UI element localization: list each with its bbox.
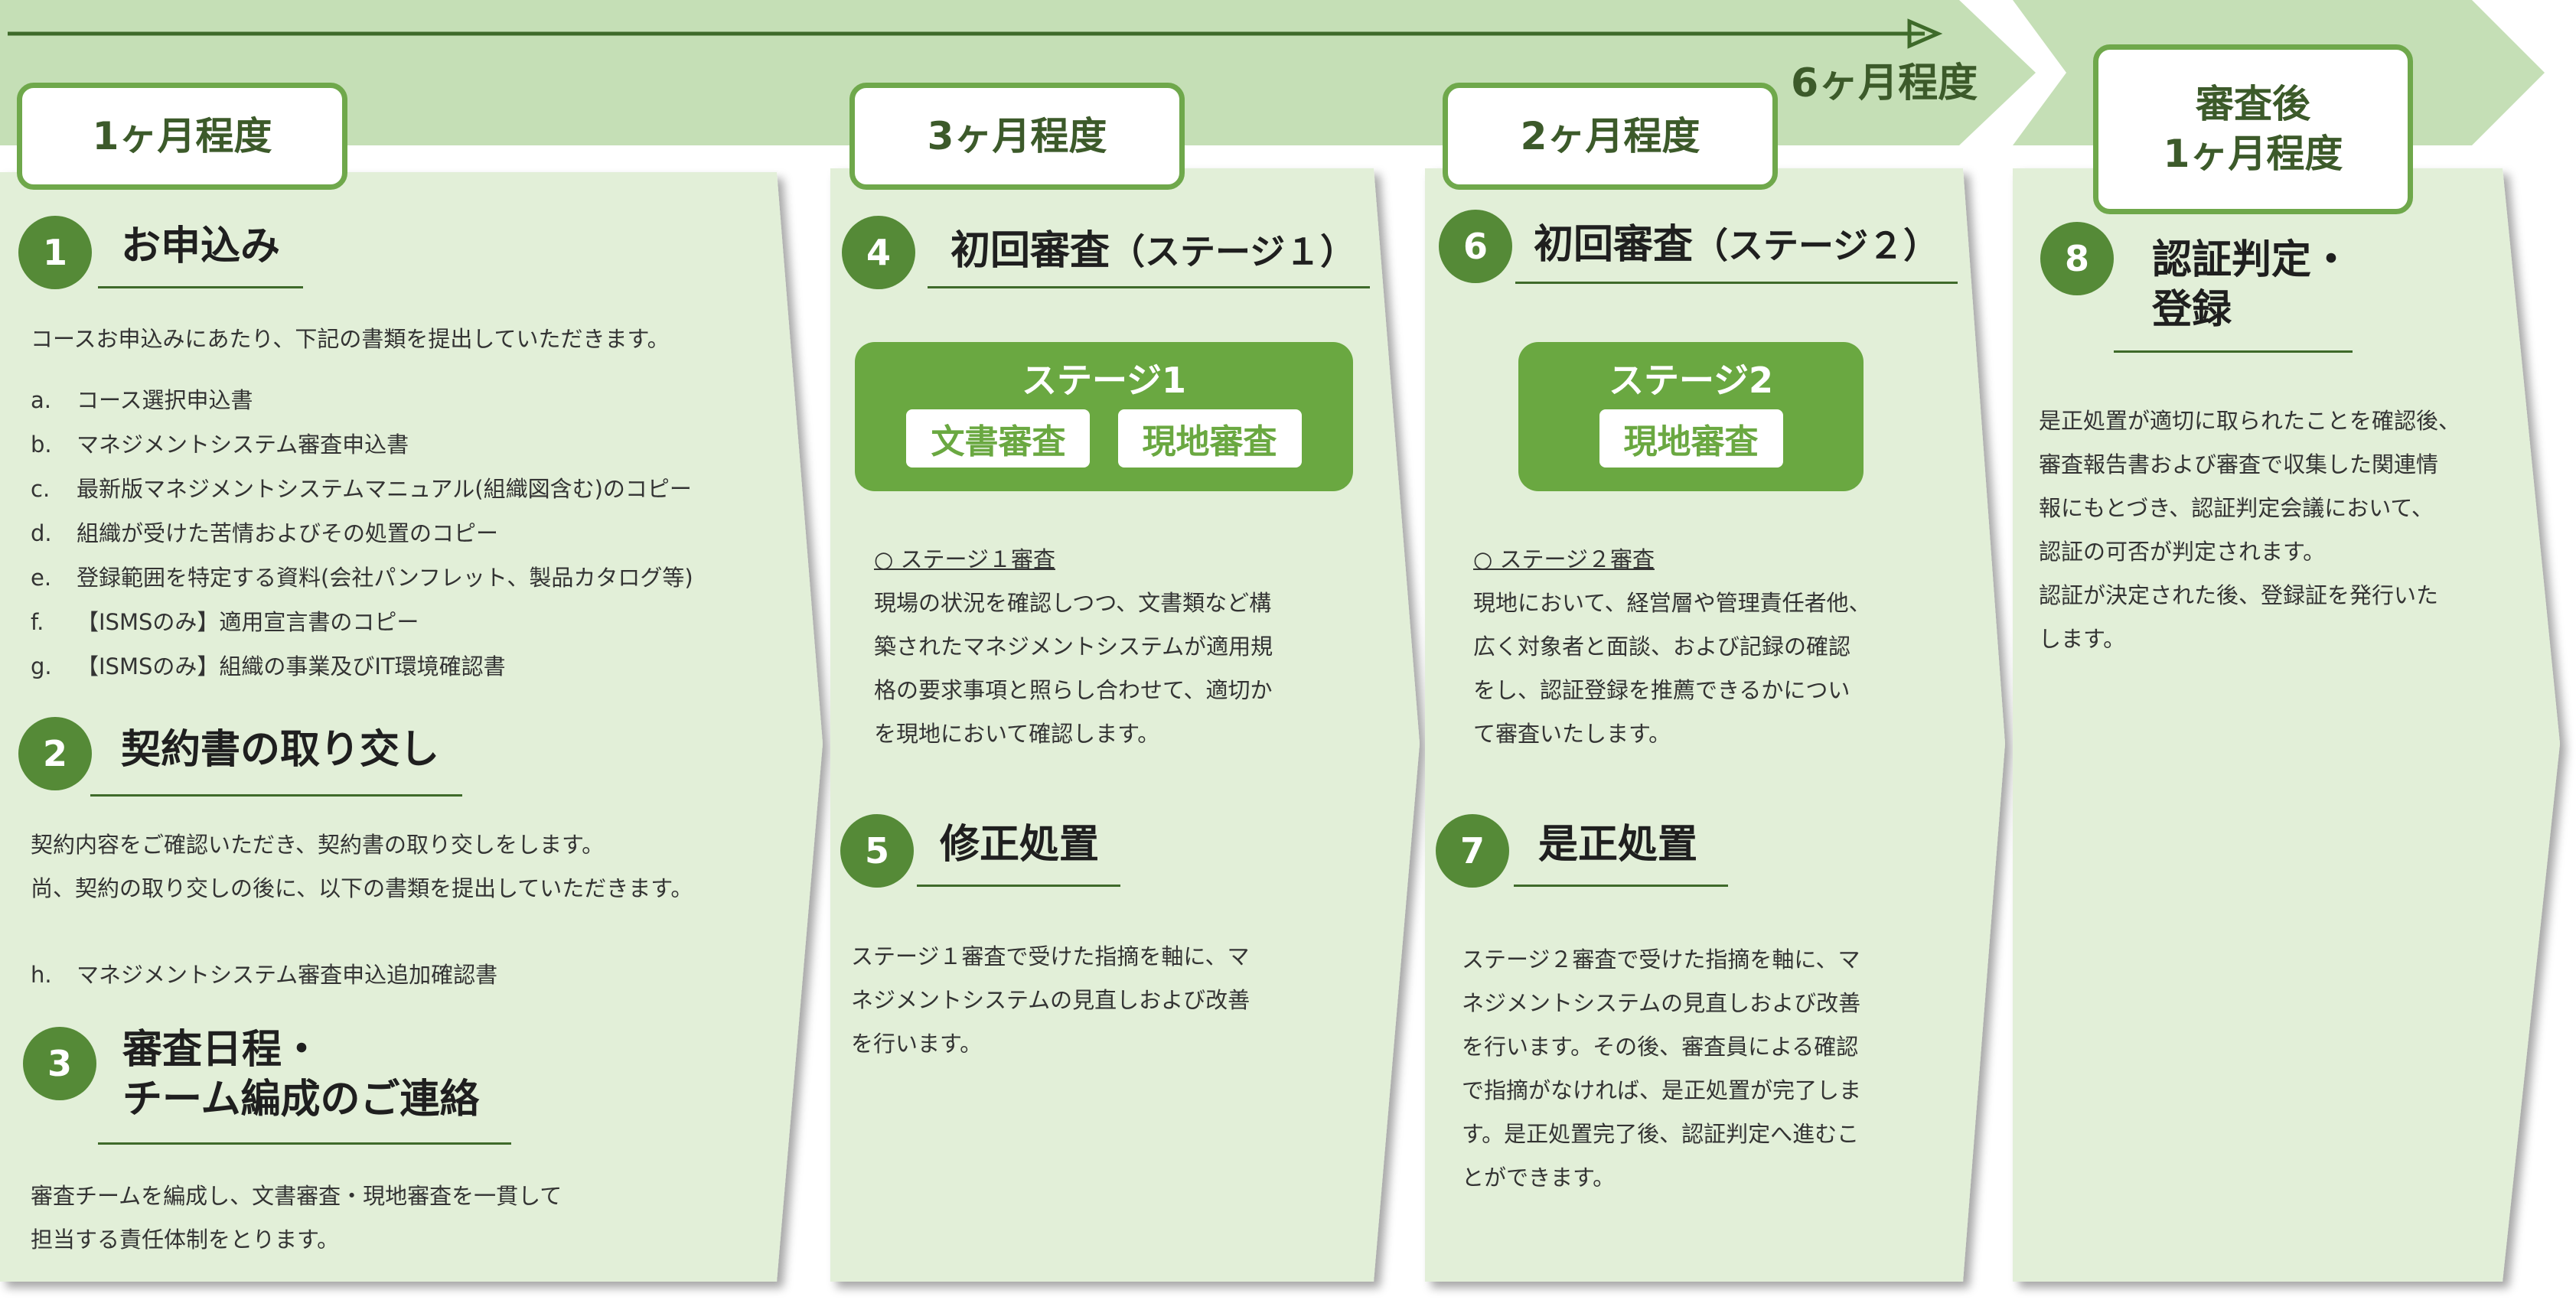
stage-1-box: ステージ1 文書審査 現地審査 <box>855 342 1353 491</box>
step-5-text: ステージ１審査で受けた指摘を軸に、マ ネジメントシステムの見直しおよび改善 を行… <box>851 943 1251 1057</box>
list-item: g.【ISMSのみ】組織の事業及びIT環境確認書 <box>31 653 506 679</box>
step-4-underline <box>928 286 1370 288</box>
step-6-underline <box>1515 282 1958 284</box>
step-2-underline <box>90 794 462 797</box>
after-line-2: 1ヶ月程度 <box>2163 132 2343 176</box>
after-line-1: 審査後 <box>2196 82 2310 126</box>
list-item: h.マネジメントシステム審査申込追加確認書 <box>31 962 498 988</box>
step-3-title: 審査日程・ チーム編成のご連絡 <box>122 1027 480 1122</box>
step-1-underline <box>98 286 303 288</box>
step-4-title: 初回審査（ステージ１） <box>951 228 1356 274</box>
step-3-underline <box>98 1142 511 1145</box>
step-1-title: お申込み <box>121 223 281 269</box>
step-5-title: 修正処置 <box>940 822 1100 868</box>
list-item: b.マネジメントシステム審査申込書 <box>31 432 409 458</box>
stage-1-box-title: ステージ1 <box>1021 360 1187 401</box>
step-6-title: 初回審査（ステージ２） <box>1534 222 1939 268</box>
list-item: d.組織が受けた苦情およびその処置のコピー <box>31 520 499 546</box>
step-2-badge: 2 <box>18 717 92 790</box>
list-item: e.登録範囲を特定する資料(会社パンフレット、製品カタログ等) <box>31 565 693 591</box>
step-1-badge: 1 <box>18 216 92 289</box>
step-8-title: 認証判定・ 登録 <box>2152 237 2352 333</box>
step-5-underline <box>917 885 1120 887</box>
total-duration-label: 6ヶ月程度 <box>1791 60 1978 106</box>
step-7-badge: 7 <box>1436 814 1509 888</box>
chip-onsite-review: 現地審査 <box>1599 409 1783 468</box>
step-1-intro: コースお申込みにあたり、下記の書類を提出していただきます。 <box>31 326 670 352</box>
step-6-badge: 6 <box>1439 210 1512 283</box>
step-3-text-1: 審査チームを編成し、文書審査・現地審査を一貫して <box>31 1183 562 1209</box>
step-8-text: 是正処置が適切に取られたことを確認後、 審査報告書および審査で収集した関連情 報… <box>2039 408 2461 652</box>
step-7-text: ステージ２審査で受けた指摘を軸に、マ ネジメントシステムの見直しおよび改善 を行… <box>1462 946 1862 1191</box>
list-item: f.【ISMSのみ】適用宣言書のコピー <box>31 609 419 635</box>
stage-1-note: ○ ステージ１審査 現場の状況を確認しつつ、文書類など構 築されたマネジメントシ… <box>874 538 1273 756</box>
step-8-underline <box>2114 350 2353 353</box>
list-item: c.最新版マネジメントシステムマニュアル(組織図含む)のコピー <box>31 476 692 502</box>
step-4-badge: 4 <box>842 216 915 289</box>
step-7-title: 是正処置 <box>1538 822 1698 868</box>
step-3-text-2: 担当する責任体制をとります。 <box>31 1227 340 1253</box>
step-2-text-2: 尚、契約の取り交しの後に、以下の書類を提出していただきます。 <box>31 875 693 901</box>
period-label-after: 審査後 1ヶ月程度 <box>2093 44 2413 214</box>
step-2-text-1: 契約内容をご確認いただき、契約書の取り交しをします。 <box>31 832 605 858</box>
stage-2-box: ステージ2 現地審査 <box>1518 342 1864 491</box>
list-item: a.コース選択申込書 <box>31 387 253 413</box>
stage-1-note-title: ○ ステージ１審査 <box>874 546 1055 572</box>
period-label-2: 3ヶ月程度 <box>849 83 1185 190</box>
period-label-1: 1ヶ月程度 <box>17 83 347 190</box>
stage-2-note: ○ ステージ２審査 現地において、経営層や管理責任者他、 広く対象者と面談、およ… <box>1473 538 1871 756</box>
panel-4 <box>2013 168 2560 1282</box>
step-2-document-list: h.マネジメントシステム審査申込追加確認書 <box>31 953 497 997</box>
step-5-badge: 5 <box>840 814 914 888</box>
period-label-3: 2ヶ月程度 <box>1443 83 1778 190</box>
step-3-badge: 3 <box>23 1027 96 1100</box>
panel-1 <box>0 172 823 1282</box>
step-1-document-list: a.コース選択申込書 b.マネジメントシステム審査申込書 c.最新版マネジメント… <box>31 378 693 689</box>
step-8-badge: 8 <box>2040 222 2114 295</box>
stage-2-note-title: ○ ステージ２審査 <box>1473 546 1655 572</box>
stage-2-box-title: ステージ2 <box>1608 360 1774 401</box>
chip-onsite-review: 現地審査 <box>1117 409 1302 468</box>
step-7-underline <box>1514 885 1728 887</box>
timeline-arrow-head <box>1907 18 1943 49</box>
chip-document-review: 文書審査 <box>906 409 1091 468</box>
step-2-title: 契約書の取り交し <box>121 727 440 773</box>
